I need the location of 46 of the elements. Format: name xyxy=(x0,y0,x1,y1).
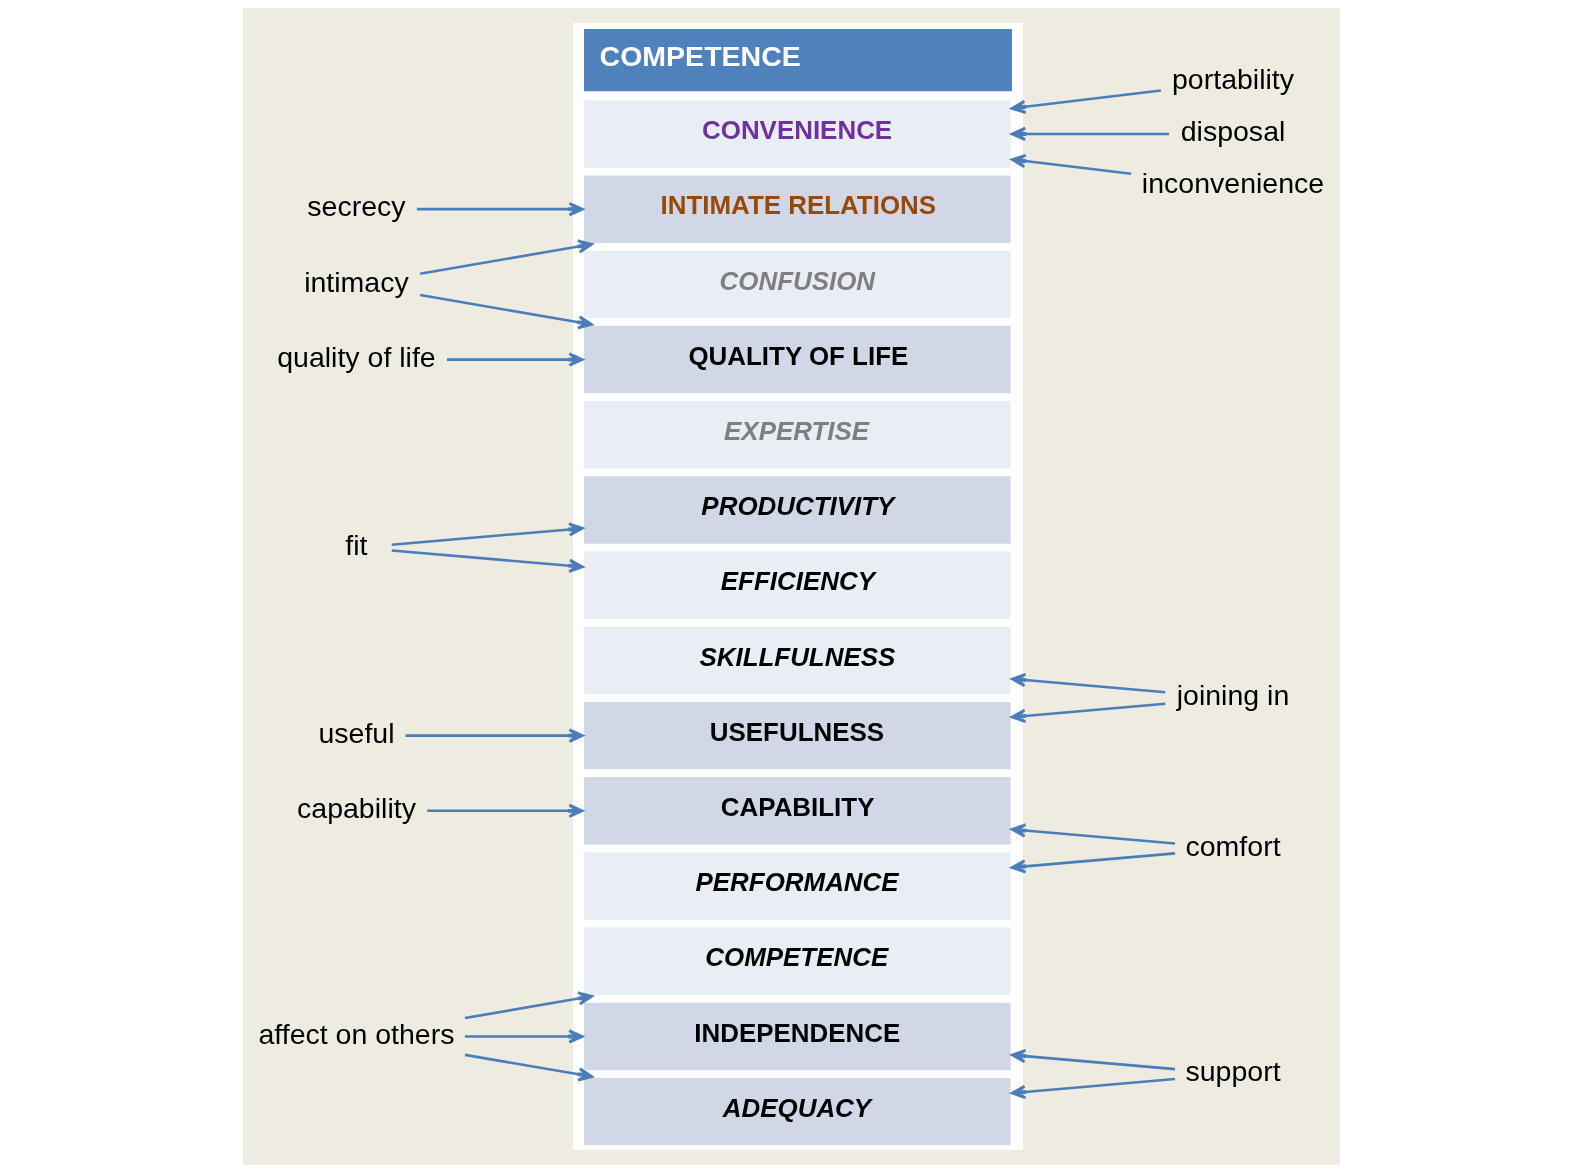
node-text: useful xyxy=(318,716,395,749)
node-text: inconvenience xyxy=(1141,167,1325,200)
arrow xyxy=(1010,672,1166,694)
node-box: PRODUCTIVITY xyxy=(581,473,1014,547)
arrow xyxy=(464,1029,584,1044)
node-box: USEFULNESS xyxy=(581,699,1014,772)
node-text: disposal xyxy=(1180,115,1286,148)
arrow xyxy=(1010,153,1132,176)
node-box: PERFORMANCE xyxy=(581,849,1014,923)
arrow xyxy=(405,728,584,743)
node-text: secrecy xyxy=(307,190,406,223)
arrow xyxy=(1010,852,1176,874)
node-text: support xyxy=(1185,1055,1281,1088)
arrow xyxy=(1010,1077,1176,1100)
arrow xyxy=(427,803,584,818)
node-text: comfort xyxy=(1185,829,1281,862)
node-box: QUALITY OF LIFE xyxy=(581,323,1014,396)
node-box: INTIMATE RELATIONS xyxy=(581,172,1014,246)
arrow xyxy=(1010,89,1162,114)
arrow xyxy=(1010,702,1166,724)
arrow xyxy=(391,549,584,573)
arrow xyxy=(419,293,594,330)
node-box: CONFUSION xyxy=(581,248,1014,321)
node-text: portability xyxy=(1172,63,1295,96)
node-box: COMPETENCE xyxy=(581,924,1014,998)
arrow xyxy=(447,352,584,367)
node-box: EFFICIENCY xyxy=(581,548,1014,622)
arrow xyxy=(1010,1049,1176,1071)
arrow xyxy=(391,522,584,546)
node-box: CAPABILITY xyxy=(581,774,1014,848)
arrow xyxy=(416,202,584,217)
arrow xyxy=(464,991,594,1020)
node-box: SKILLFULNESS xyxy=(581,624,1014,697)
node-box: ADEQUACY xyxy=(581,1075,1014,1148)
node-text: affect on others xyxy=(258,1017,455,1050)
arrow xyxy=(1010,823,1176,845)
node-box: INDEPENDENCE xyxy=(581,1000,1014,1073)
arrow xyxy=(464,1053,594,1082)
node-box: CONVENIENCE xyxy=(581,97,1014,171)
arrow xyxy=(1010,126,1170,142)
node-text: intimacy xyxy=(304,265,409,298)
node-text: quality of life xyxy=(277,340,436,373)
node-text: fit xyxy=(345,528,368,561)
node-text: capability xyxy=(297,792,416,825)
node-text: joining in xyxy=(1176,679,1290,712)
arrow xyxy=(419,239,594,275)
